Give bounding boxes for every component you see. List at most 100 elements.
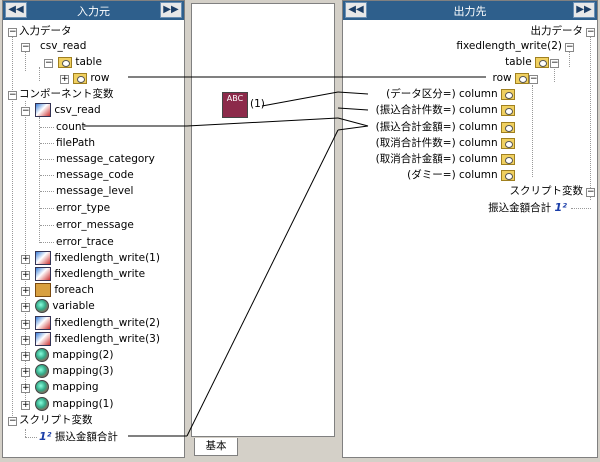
column-label: (取消合計件数=) column (375, 137, 498, 149)
column-label: (データ区分=) column (386, 88, 498, 100)
component-label: mapping(3) (52, 365, 114, 377)
component-node[interactable]: fixedlength_write (35, 266, 145, 282)
source-panel: ◀◀ 入力元 ▶▶ − 入力データ − csv_read − table + r… (2, 0, 185, 458)
component-node[interactable]: foreach (35, 282, 94, 298)
component-icon (35, 316, 51, 330)
var-message-category[interactable]: message_category (56, 153, 155, 165)
csv-read2-toggle[interactable]: − (21, 106, 30, 116)
component-icon (35, 251, 51, 265)
out-row-label: row (492, 72, 512, 84)
input-data-toggle[interactable]: − (8, 27, 17, 37)
number-icon: 1² (554, 201, 567, 214)
tree-line (25, 429, 26, 437)
var-message-code[interactable]: message_code (56, 169, 134, 181)
target-panel-header: ◀◀ 出力先 ▶▶ (343, 1, 597, 20)
component-node[interactable]: fixedlength_write(3) (35, 331, 160, 347)
csv-read2-node[interactable]: csv_read (35, 102, 101, 118)
out-row-node[interactable]: row (493, 70, 529, 86)
var-filepath[interactable]: filePath (56, 137, 96, 149)
column-node[interactable]: (データ区分=) column (386, 86, 515, 102)
column-node[interactable]: (振込合計金額=) column (376, 119, 515, 135)
component-node[interactable]: fixedlength_write(2) (35, 315, 160, 331)
globe-icon (35, 299, 49, 313)
tree-line (532, 85, 533, 177)
fixedlength-write2-node[interactable]: fixedlength_write(2) (456, 40, 562, 52)
globe-icon (35, 364, 49, 378)
component-toggle[interactable]: + (21, 319, 30, 329)
tree-line (40, 225, 54, 226)
globe-icon (35, 348, 49, 362)
tree-line (40, 143, 54, 144)
component-vars-toggle[interactable]: − (8, 90, 17, 100)
component-toggle[interactable]: + (21, 254, 30, 264)
input-data-node[interactable]: 入力データ (19, 25, 72, 37)
column-node[interactable]: (取消合計件数=) column (376, 135, 515, 151)
component-node[interactable]: mapping(1) (35, 396, 113, 412)
out-script-var-item[interactable]: 振込金額合計 1² (488, 200, 567, 216)
component-toggle[interactable]: + (21, 400, 30, 410)
folder-icon (58, 56, 72, 68)
component-toggle[interactable]: + (21, 286, 30, 296)
folder-icon (515, 72, 529, 84)
column-node[interactable]: (ダミー=) column (407, 167, 515, 183)
collapse-left-button[interactable]: ◀◀ (5, 2, 27, 18)
component-vars-node[interactable]: コンポーネント変数 (19, 88, 114, 100)
collapse-left-button[interactable]: ◀◀ (345, 2, 367, 18)
component-node[interactable]: fixedlength_write(1) (35, 250, 160, 266)
column-node[interactable]: (振込合計件数=) column (376, 102, 515, 118)
row-toggle[interactable]: + (60, 74, 69, 84)
column-label: (ダミー=) column (407, 169, 498, 181)
component-node[interactable]: mapping(2) (35, 347, 113, 363)
component-toggle[interactable]: + (21, 351, 30, 361)
csv-read-node[interactable]: csv_read (40, 40, 87, 52)
component-label: variable (52, 300, 95, 312)
folder-icon (535, 56, 549, 68)
var-error-message[interactable]: error_message (56, 219, 134, 231)
globe-icon (35, 380, 49, 394)
fixedlength-write2-toggle[interactable]: − (565, 42, 574, 52)
table-node[interactable]: table (58, 54, 102, 70)
table-toggle[interactable]: − (44, 58, 53, 68)
var-message-level[interactable]: message_level (56, 185, 134, 197)
component-node[interactable]: mapping(3) (35, 363, 113, 379)
column-node[interactable]: (取消合計金額=) column (376, 151, 515, 167)
component-toggle[interactable]: + (21, 270, 30, 280)
expand-right-button[interactable]: ▶▶ (573, 2, 595, 18)
csv-read2-label: csv_read (54, 104, 101, 116)
row-node[interactable]: row (73, 70, 109, 86)
var-error-type[interactable]: error_type (56, 202, 111, 214)
column-label: (振込合計件数=) column (375, 104, 498, 116)
component-toggle[interactable]: + (21, 302, 30, 312)
script-var-item[interactable]: 1² 振込金額合計 (39, 429, 118, 445)
script-vars-toggle[interactable]: − (8, 416, 17, 426)
tree-line (571, 208, 591, 209)
target-panel: ◀◀ 出力先 ▶▶ 出力データ − fixedlength_write(2) −… (342, 0, 598, 458)
number-icon: 1² (39, 430, 52, 443)
script-vars-node[interactable]: スクリプト変数 (19, 414, 93, 426)
table-label: table (75, 56, 102, 68)
output-data-toggle[interactable]: − (586, 27, 595, 37)
target-panel-title: 出力先 (453, 4, 487, 18)
out-script-vars-toggle[interactable]: − (586, 187, 595, 197)
component-node[interactable]: variable (35, 298, 95, 314)
component-toggle[interactable]: + (21, 383, 30, 393)
function-icon[interactable]: ABC (222, 92, 248, 118)
out-row-toggle[interactable]: − (529, 74, 538, 84)
out-table-node[interactable]: table (505, 54, 549, 70)
mapping-area[interactable] (191, 3, 335, 437)
source-panel-title: 入力元 (77, 4, 110, 18)
csv-read-toggle[interactable]: − (21, 42, 30, 52)
var-error-trace[interactable]: error_trace (56, 236, 114, 248)
tab-basic[interactable]: 基本 (194, 438, 238, 456)
script-var-label: 振込金額合計 (54, 431, 118, 443)
component-node[interactable]: mapping (35, 379, 99, 395)
source-panel-header: ◀◀ 入力元 ▶▶ (3, 1, 184, 20)
expand-right-button[interactable]: ▶▶ (160, 2, 182, 18)
output-data-node[interactable]: 出力データ (530, 25, 584, 37)
folder-icon (73, 72, 87, 84)
out-script-vars-node[interactable]: スクリプト変数 (509, 185, 584, 197)
component-toggle[interactable]: + (21, 367, 30, 377)
component-toggle[interactable]: + (21, 335, 30, 345)
out-table-toggle[interactable]: − (550, 58, 559, 68)
var-count[interactable]: count (56, 121, 86, 133)
